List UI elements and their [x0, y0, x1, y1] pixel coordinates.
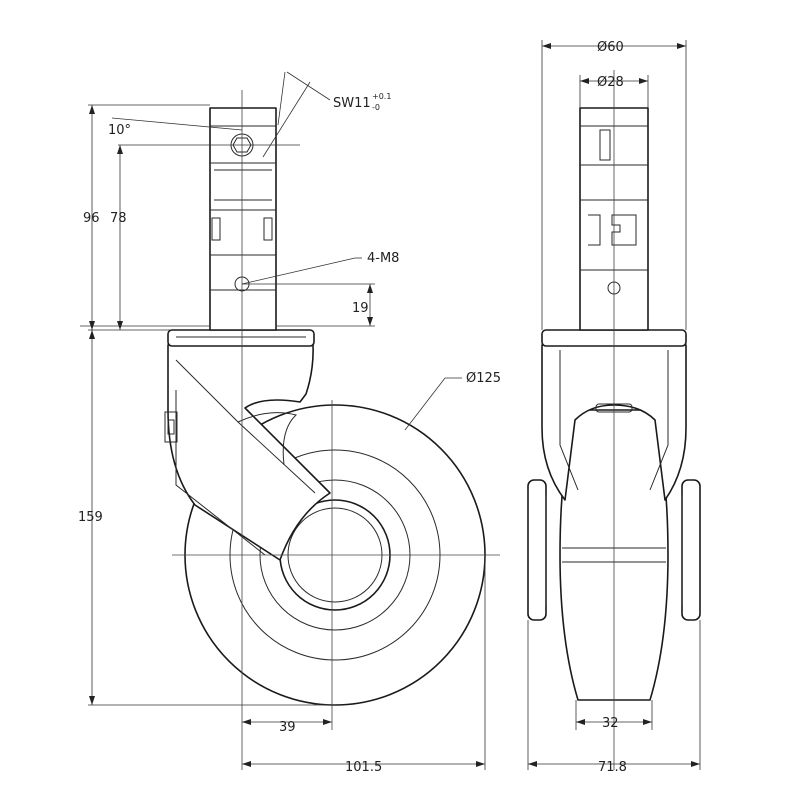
dim-39-arrow-left: [242, 719, 251, 725]
label-height-stem: 78: [110, 211, 127, 226]
dim-plate-dia-arrow-left: [542, 43, 551, 49]
label-height-total: 96: [83, 211, 100, 226]
label-wheel-width: 32: [602, 716, 619, 731]
fork-body: [167, 344, 331, 561]
front-stem-keyway: [588, 214, 637, 246]
side-fork: [164, 344, 331, 561]
sw-leader: [286, 71, 331, 101]
dim-159-arrow-bottom: [89, 696, 95, 705]
label-sw: SW11: [333, 96, 371, 111]
dim-19-arrow-top: [367, 284, 373, 293]
fork-bolt-head: [167, 419, 175, 435]
label-wheel-dia: Ø125: [466, 371, 501, 386]
front-fork-rib-right: [649, 350, 669, 491]
thread-leader: [241, 257, 356, 285]
label-overall-width: 71.8: [598, 760, 627, 775]
label-overall-length: 101.5: [345, 760, 382, 775]
label-sw-tol-upper: +0.1: [372, 92, 391, 101]
label-offset: 39: [279, 720, 296, 735]
label-sw-tol-lower: -0: [372, 103, 380, 112]
dim-19-arrow-bottom: [367, 317, 373, 326]
stem-slot-left: [211, 217, 221, 241]
fork-curve: [237, 412, 298, 466]
dim-stem-dia-arrow-left: [580, 78, 589, 84]
label-overall-height: 159: [78, 510, 103, 525]
dim-overall-width-arrow-left: [528, 761, 537, 767]
fork-rib-lower: [175, 390, 266, 556]
label-stem-dia: Ø28: [597, 75, 624, 90]
dim-101-5-arrow-right: [476, 761, 485, 767]
stem-slot-right: [263, 217, 273, 241]
label-plate-dia: Ø60: [597, 40, 624, 55]
front-wheel-side-right: [681, 479, 701, 621]
dim-plate-dia-arrow-right: [677, 43, 686, 49]
dim-wheel-width-arrow-right: [643, 719, 652, 725]
side-stem: [209, 107, 277, 331]
dim-101-5-arrow-left: [242, 761, 251, 767]
front-wheel-side-left: [527, 479, 547, 621]
angle-leader: [111, 117, 243, 131]
front-stem-slot-upper: [599, 129, 611, 161]
side-view: SW11 +0.1 -0 10° 96 78 4-M8 19 Ø125 159 …: [78, 71, 501, 775]
dim-wheel-width-arrow-left: [576, 719, 585, 725]
dim-96-arrow-top: [89, 105, 95, 114]
dim-78-arrow-bottom: [117, 321, 123, 330]
dim-159-arrow-top: [89, 330, 95, 339]
sw-ext-1: [277, 71, 286, 126]
label-thread: 4-M8: [367, 251, 399, 266]
wheel-dia-leader: [404, 377, 446, 431]
front-view: Ø60 Ø28 32 71.8: [527, 40, 701, 775]
label-angle: 10°: [108, 123, 131, 138]
dim-stem-dia-arrow-right: [639, 78, 648, 84]
fork-bolt: [164, 411, 178, 443]
label-hole-height: 19: [352, 301, 369, 316]
dim-39-arrow-right: [323, 719, 332, 725]
sw-ext-2: [262, 81, 311, 158]
front-fork-rib-left: [559, 350, 579, 491]
dim-96-arrow-bottom: [89, 321, 95, 330]
side-top-plate: [167, 329, 315, 347]
dim-78-arrow-top: [117, 145, 123, 154]
dim-overall-width-arrow-right: [691, 761, 700, 767]
